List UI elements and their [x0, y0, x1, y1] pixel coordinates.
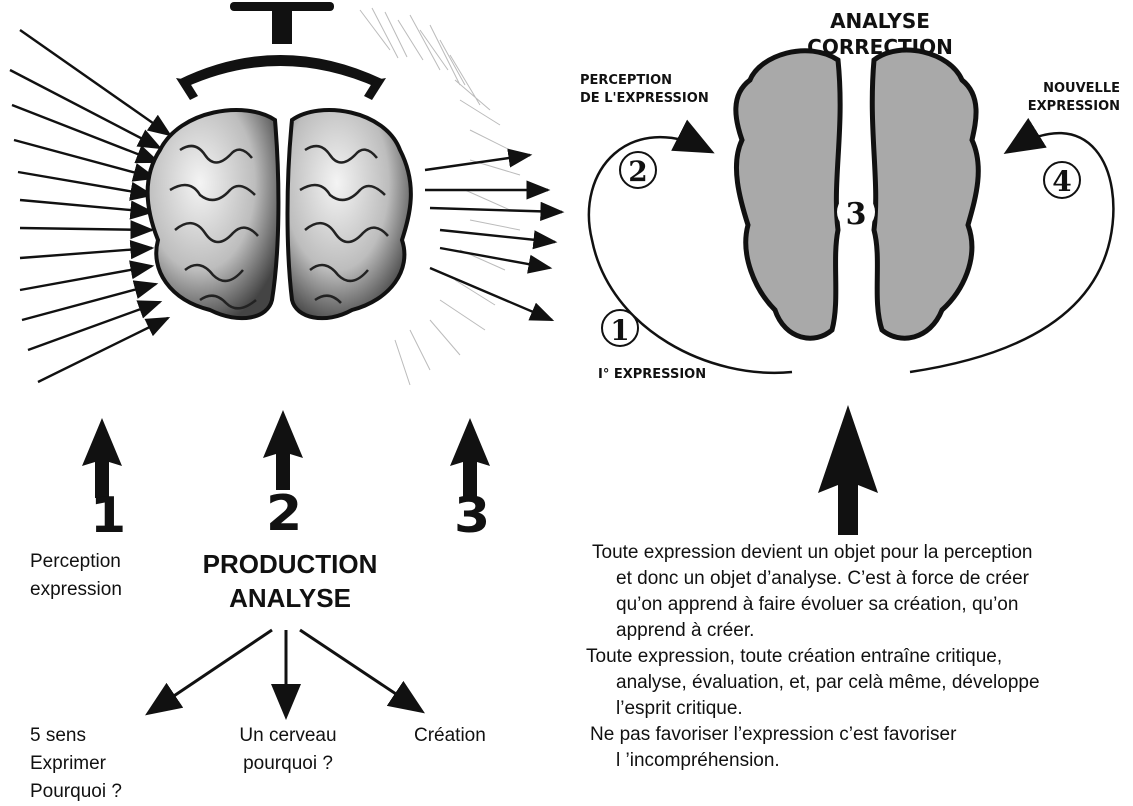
up-arrow-3 [450, 418, 490, 498]
loop-right [909, 117, 1115, 374]
svg-text:3: 3 [846, 197, 867, 232]
step-number-1: 1 [90, 487, 127, 545]
loop-left [587, 119, 793, 375]
up-arrow-right [818, 405, 878, 535]
paragraph-3-first: Ne pas favoriser l’expression c’est favo… [590, 724, 957, 745]
up-arrow-2 [263, 410, 303, 490]
lamp-support [176, 2, 386, 100]
incoming-arrows [9, 29, 172, 384]
branch-label-creation: Création [414, 725, 486, 746]
step-number-3: 3 [454, 487, 491, 545]
step-number-2: 2 [266, 485, 303, 543]
analysis-cycle-diagram: 1 2 3 4 [587, 47, 1115, 375]
paragraph-1-line: apprend à créer. [616, 620, 755, 641]
up-arrow-1 [82, 418, 122, 498]
perception-expression-label: Perception expression [30, 551, 122, 600]
production-analyse-title: PRODUCTION ANALYSE [202, 549, 378, 613]
circle-4: 4 [1043, 161, 1081, 199]
brain-right-hemisphere [285, 108, 413, 321]
paragraph-2-first: Toute expression, toute création entraîn… [586, 646, 1003, 667]
perception-expression-caption: PERCEPTION DE L'EXPRESSION [580, 73, 709, 106]
svg-text:4: 4 [1052, 165, 1071, 198]
branch-label-senses: 5 sens Exprimer Pourquoi ? [30, 725, 122, 802]
brain-left-hemisphere [145, 108, 281, 321]
paragraph-1-first: Toute expression devient un objet pour l… [592, 542, 1033, 563]
paragraph-1-line: qu’on apprend à faire évoluer sa créatio… [616, 594, 1019, 615]
branch-arrows [145, 628, 425, 720]
gray-hemisphere-left [733, 48, 843, 341]
paragraph-2-line: l’esprit critique. [616, 698, 743, 719]
circle-2: 2 [619, 151, 657, 189]
paragraph-3-line: l ’incompréhension. [616, 750, 780, 771]
svg-text:1: 1 [610, 314, 629, 347]
circle-1: 1 [601, 309, 639, 347]
first-expression-caption: I° EXPRESSION [598, 367, 707, 382]
svg-text:2: 2 [628, 155, 647, 188]
gray-hemisphere-right [869, 47, 981, 341]
branch-label-brain: Un cerveau pourquoi ? [239, 725, 337, 774]
paragraph-2-line: analyse, évaluation, et, par celà même, … [616, 672, 1040, 693]
explanation-text: Toute expression devient un objet pour l… [586, 540, 1131, 774]
paragraph-1-line: et donc un objet d’analyse. C’est à forc… [616, 568, 1029, 589]
brain-illustration [9, 2, 565, 386]
outgoing-arrows [424, 148, 565, 322]
new-expression-caption: NOUVELLE EXPRESSION [1027, 81, 1120, 114]
sketch-hatching [359, 7, 521, 386]
circle-3: 3 [837, 193, 875, 232]
